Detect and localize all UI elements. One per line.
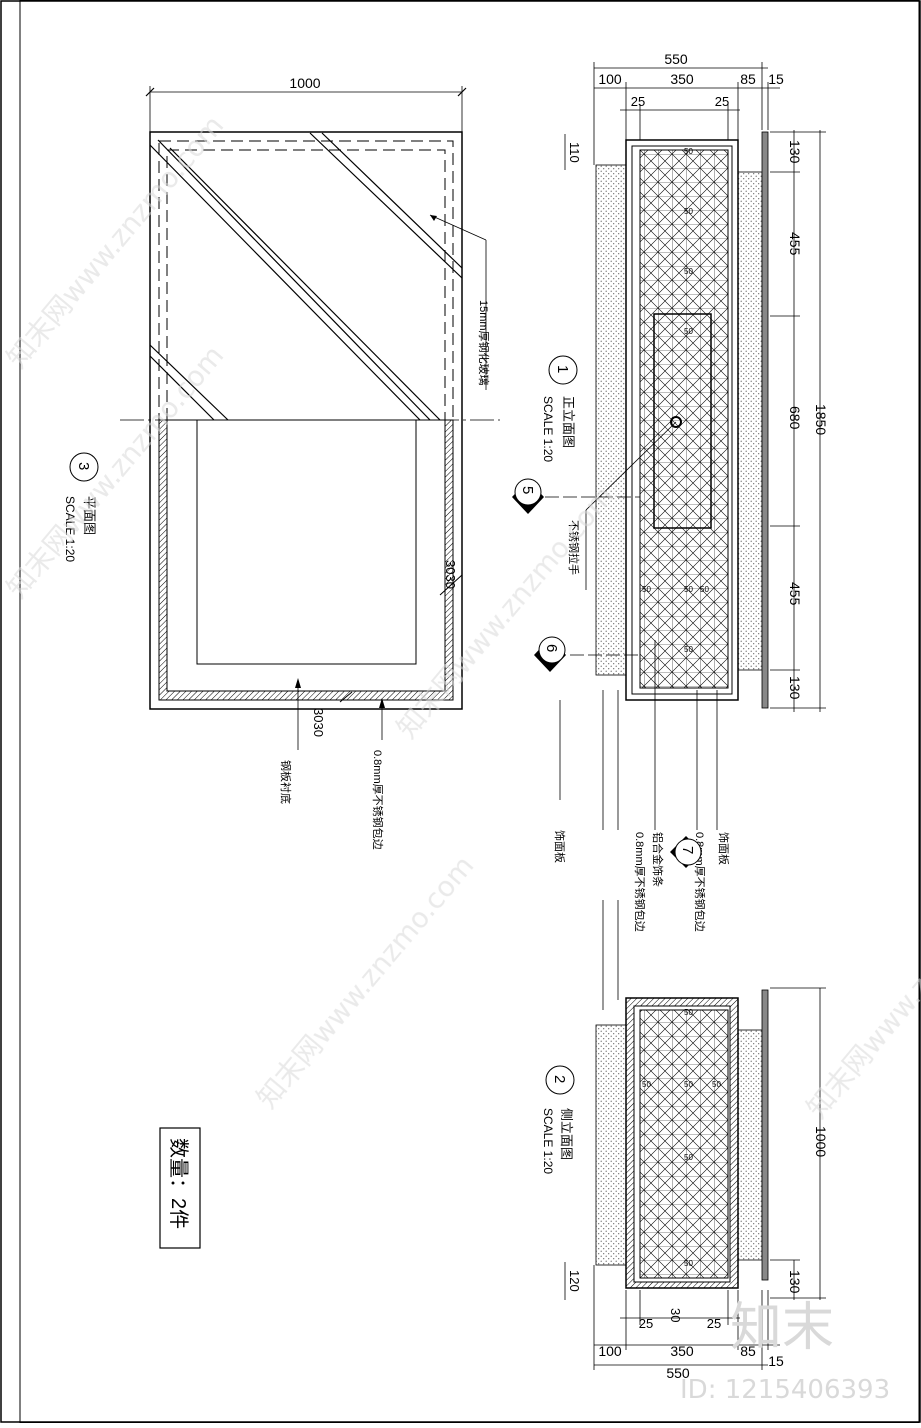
- side-top-dim: 120: [567, 1270, 582, 1292]
- cell-label: 50: [684, 327, 693, 336]
- front-view-scale: SCALE 1:20: [541, 396, 555, 462]
- leader-veneer-2: 饰面板: [717, 832, 731, 865]
- side-view-scale: SCALE 1:20: [541, 1108, 555, 1174]
- side-height-total: 1000: [813, 1126, 829, 1157]
- side-width-total: 550: [666, 1365, 690, 1381]
- cell-label: 50: [684, 1008, 693, 1017]
- side-width-part-1: 100: [598, 1343, 622, 1359]
- svg-text:5: 5: [519, 486, 536, 494]
- glass-hatch-lines: [149, 132, 463, 421]
- front-height-total: 1850: [813, 404, 829, 435]
- front-width-part-4: 15: [768, 71, 784, 87]
- front-height-1: 130: [787, 140, 803, 164]
- watermark-text: 知末网www.znzmo.com: [800, 859, 921, 1124]
- cell-label: 50: [684, 645, 693, 654]
- leader-veneer-1: 饰面板: [553, 830, 567, 863]
- side-inner-1: 25: [639, 1316, 653, 1331]
- top-view-width-dim: 1000: [289, 75, 320, 91]
- svg-text:6: 6: [543, 644, 560, 652]
- top-view: 1000 15mm厚钢化玻璃 3030 3030 钢板衬底 0.8m: [63, 75, 500, 850]
- top-view-scale: SCALE 1:20: [63, 496, 77, 562]
- front-view: 550 100 350 85 15 25 25 110 50 50: [512, 51, 829, 712]
- top-view-bottom-dim: 3030: [311, 708, 326, 737]
- front-view-title: 正立面图: [561, 396, 576, 448]
- front-grid-panel: [639, 149, 729, 689]
- quantity-box: 数量：2件: [159, 1127, 201, 1249]
- side-cell-labels: 50 50 50 50 50 50: [642, 1008, 721, 1268]
- cell-label: 50: [700, 585, 709, 594]
- cell-label: 50: [684, 585, 693, 594]
- side-view: 50 50 50 50 50 50 1000 130 120 25: [541, 987, 829, 1381]
- cell-label: 50: [684, 1153, 693, 1162]
- leader-steel-plate: 钢板衬底: [279, 760, 293, 804]
- front-width-part-1: 100: [598, 71, 622, 87]
- svg-text:7: 7: [679, 846, 696, 854]
- grid-cell-labels: 50 50 50 50 50 50 50 50: [642, 147, 709, 654]
- section-marker-7: 7: [670, 836, 702, 868]
- watermark-id: ID: 1215406393: [680, 1375, 890, 1405]
- front-width-part-3: 85: [740, 71, 756, 87]
- cell-label: 50: [684, 147, 693, 156]
- cell-label: 50: [684, 1259, 693, 1268]
- front-center-panel: [653, 313, 712, 529]
- watermark-text: 知末网www.znzmo.com: [250, 849, 480, 1114]
- side-inner-2: 30: [668, 1308, 683, 1322]
- top-view-outline: [149, 131, 463, 710]
- side-width-part-2: 350: [670, 1343, 694, 1359]
- top-view-title: 平面图: [82, 496, 97, 535]
- front-height-4: 455: [787, 582, 803, 606]
- leader-steel-edge-1: 0.8mm厚不锈钢包边: [633, 832, 646, 932]
- cell-label: 50: [712, 1080, 721, 1089]
- side-view-title: 侧立面图: [559, 1108, 574, 1160]
- side-grid-panel: [639, 1009, 729, 1279]
- top-view-number: 3: [75, 462, 92, 470]
- side-bottom-dim: 130: [787, 1270, 803, 1294]
- quantity-label: 数量：2件: [167, 1138, 190, 1229]
- leader-steel-edge: 0.8mm厚不锈钢包边: [371, 750, 384, 850]
- front-inner-left: 25: [631, 94, 645, 109]
- side-width-part-4: 15: [768, 1353, 784, 1369]
- cell-label: 50: [684, 207, 693, 216]
- watermark-layer: 知末网www.znzmo.com 知末网www.znzmo.com 知末网www…: [0, 109, 921, 1124]
- side-inner-3: 25: [707, 1316, 721, 1331]
- cell-label: 50: [642, 1080, 651, 1089]
- cell-label: 50: [684, 267, 693, 276]
- top-view-side-dim: 3030: [443, 560, 458, 589]
- leader-glass: 15mm厚钢化玻璃: [477, 300, 491, 386]
- watermark-logo: 知末: [730, 1298, 834, 1358]
- watermark-text: 知末网www.znzmo.com: [0, 109, 230, 374]
- material-leaders: 饰面板 0.8mm厚不锈钢包边 铝合金饰条 0.8mm厚不锈钢包边 饰面板 7: [553, 640, 731, 1010]
- front-width-part-2: 350: [670, 71, 694, 87]
- section-marker-6: 6: [534, 636, 640, 672]
- cell-label: 50: [642, 585, 651, 594]
- leader-aluminum: 铝合金饰条: [651, 832, 665, 887]
- front-height-2: 455: [787, 232, 803, 256]
- door-handle: [670, 416, 682, 428]
- front-height-5: 130: [787, 676, 803, 700]
- side-width-part-3: 85: [740, 1343, 756, 1359]
- front-top-left-dim: 110: [567, 142, 582, 163]
- cell-label: 50: [684, 1080, 693, 1089]
- leader-handle: 不锈钢拉手: [567, 520, 581, 575]
- side-view-number: 2: [551, 1075, 568, 1083]
- front-height-3: 680: [787, 406, 803, 430]
- front-width-total: 550: [664, 51, 688, 67]
- front-inner-right: 25: [715, 94, 729, 109]
- section-marker-5: 5: [512, 478, 640, 514]
- front-view-number: 1: [554, 365, 571, 373]
